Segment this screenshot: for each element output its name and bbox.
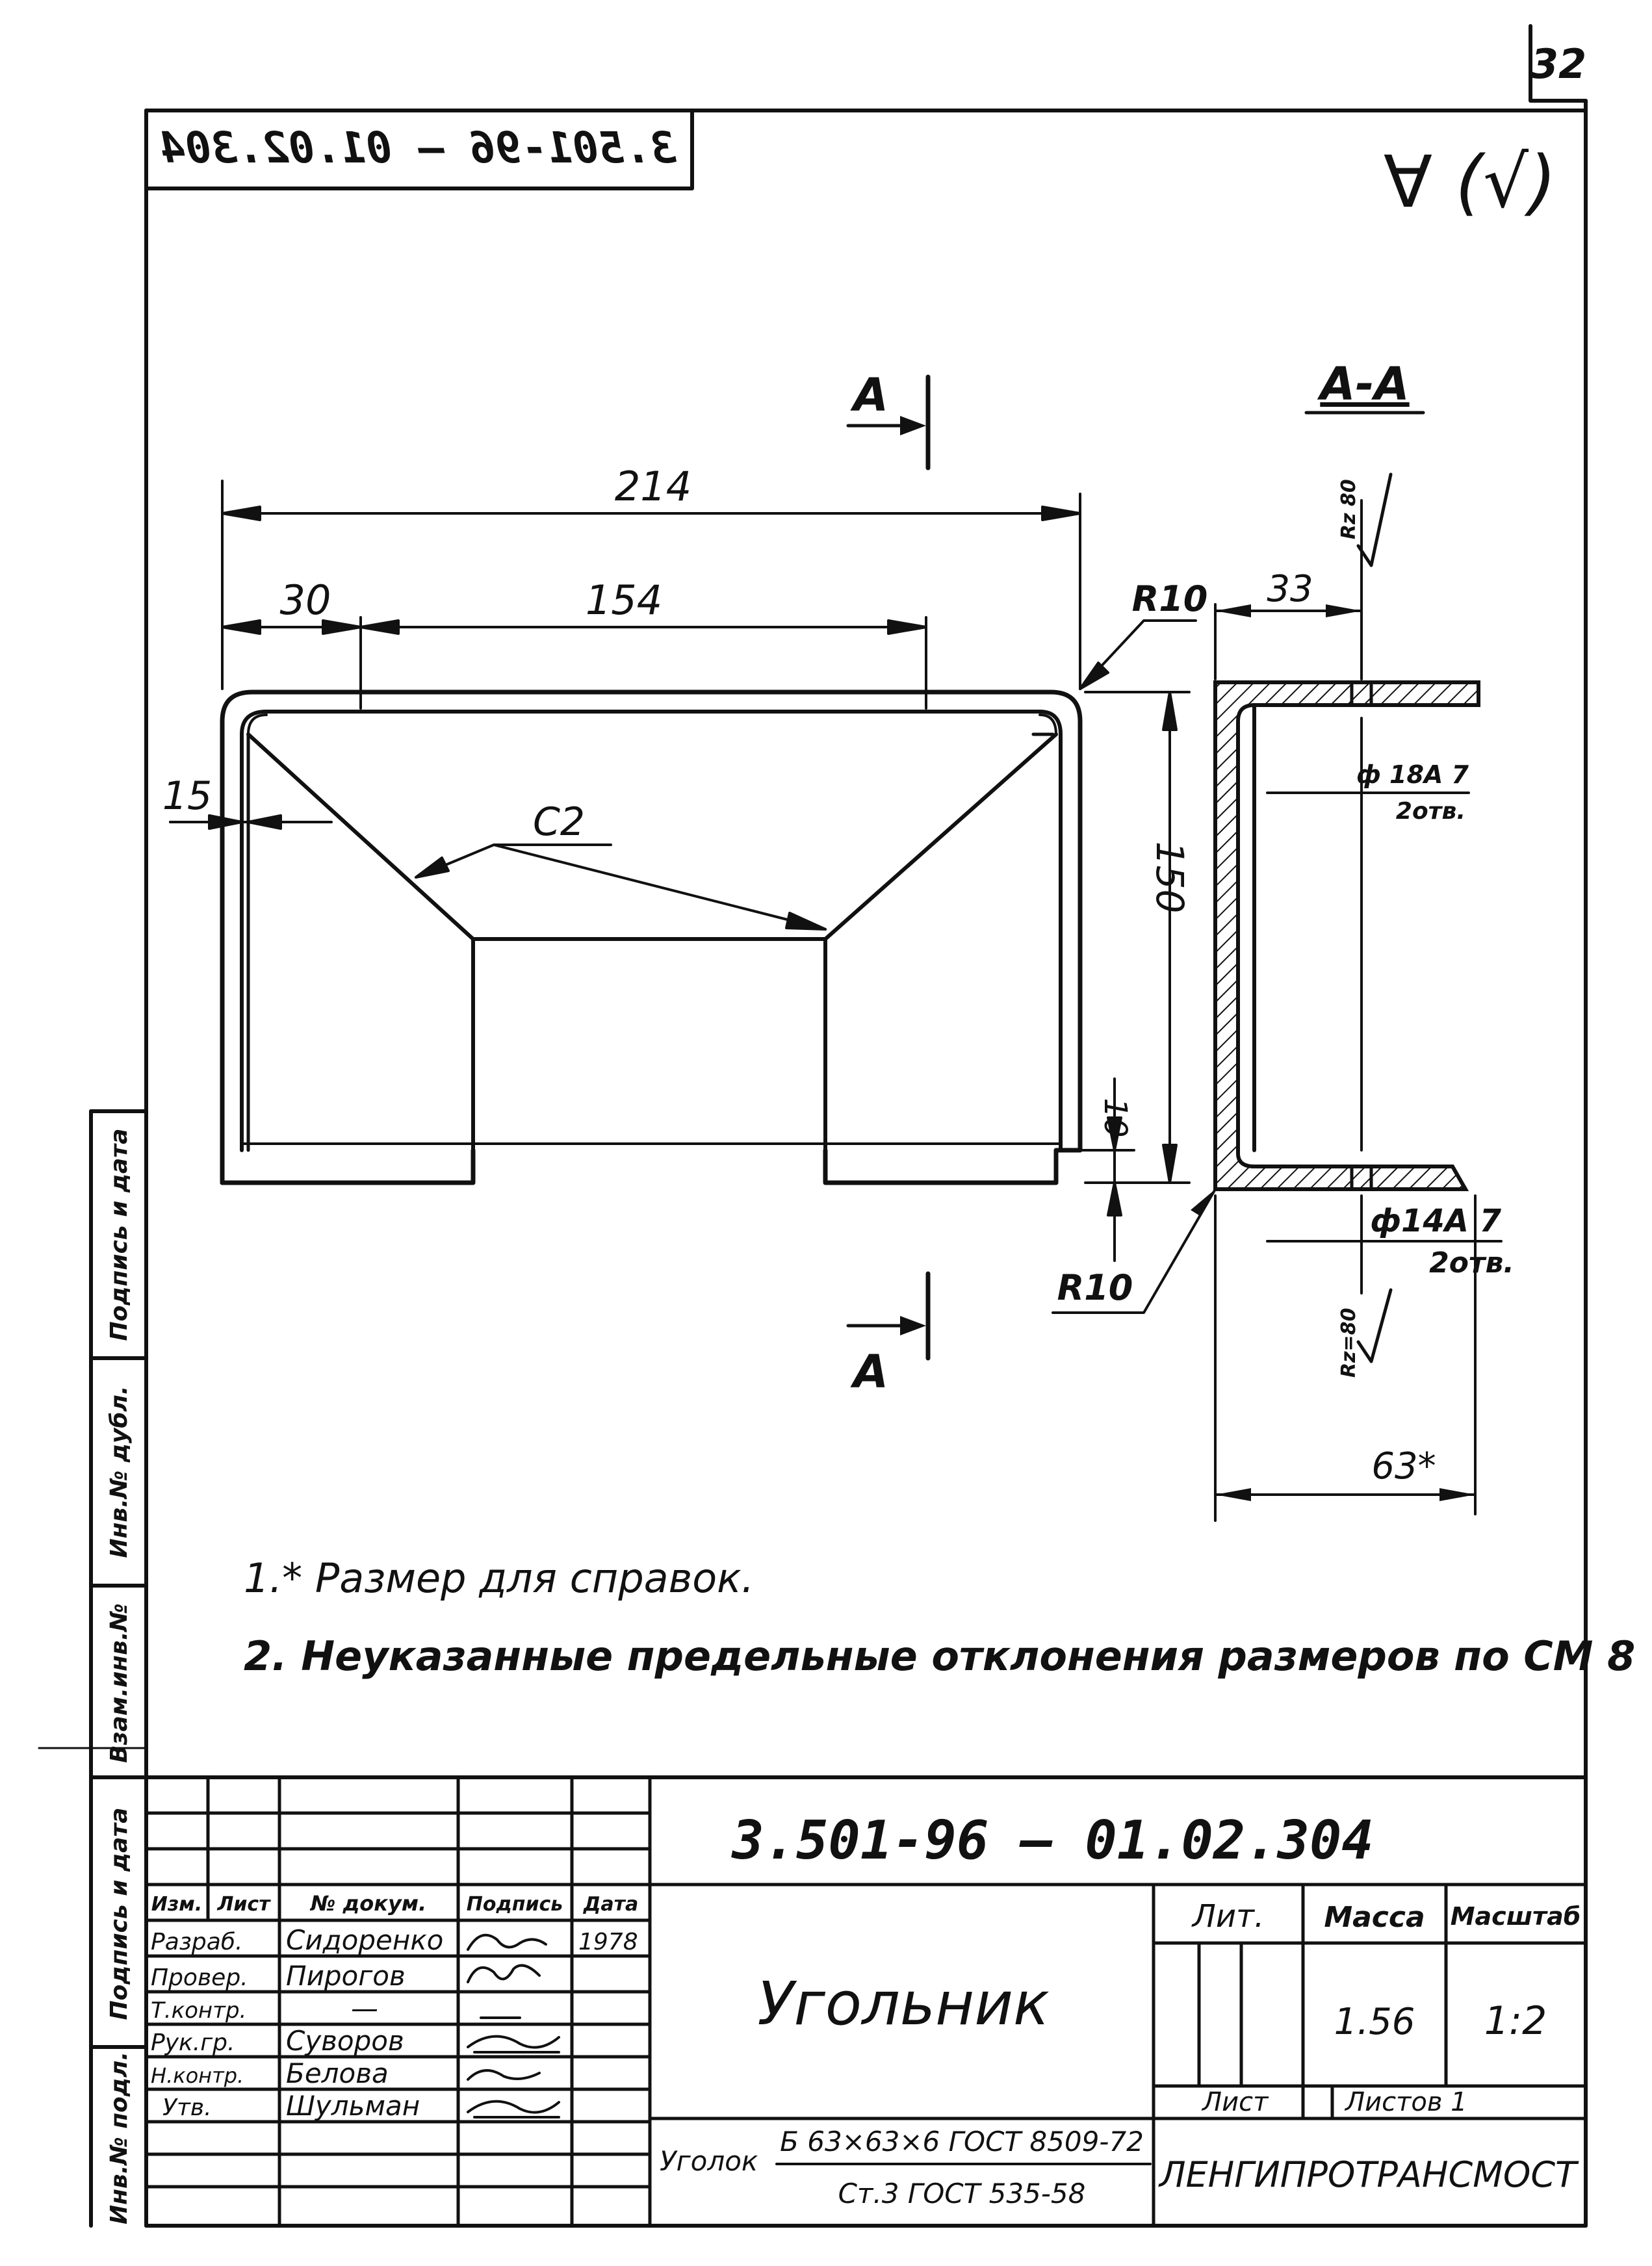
col-header-date: Дата — [583, 1893, 639, 1916]
side-stamp-replace-inv: Взам.инв.№ — [106, 1603, 133, 1763]
title-header-mass: Масса — [1324, 1901, 1425, 1934]
row-name: Суворов — [286, 2025, 404, 2057]
signature-rows: Разраб. Сидоренко 1978 Провер. Пирогов Т… — [151, 1924, 638, 2122]
title-mass: 1.56 — [1334, 2001, 1415, 2043]
side-stamp-dup-inv: Инв.№ дубл. — [106, 1385, 133, 1558]
dim-hole-lower: ф14А 7 — [1370, 1203, 1501, 1239]
sheet-frame — [38, 24, 1588, 2228]
note-2: 2. Неуказанные предельные отклонения раз… — [244, 1632, 1635, 1680]
row-role: Утв. — [162, 2094, 212, 2121]
dim-edge-offset: 15 — [162, 773, 212, 819]
row-role: Н.контр. — [151, 2063, 244, 2088]
dim-bend-radius-lower: R10 — [1057, 1267, 1133, 1308]
section-view: A-A — [1052, 357, 1503, 1522]
main-view — [220, 689, 1083, 1185]
top-stamp-text: 3.501-96 — 01.02.304 — [159, 123, 677, 173]
row-name: Пирогов — [286, 1960, 406, 1992]
sheet-number: 32 — [1530, 40, 1586, 88]
row-role: Провер. — [151, 1964, 248, 1991]
dim-height: 150 — [1148, 842, 1192, 914]
dim-roughness-lower: Rz=80 — [1337, 1308, 1360, 1378]
title-material-bottom: Ст.3 ГОСТ 535-58 — [838, 2178, 1086, 2209]
col-header-sheet: Лист — [216, 1893, 271, 1916]
title-header-lit: Лит. — [1191, 1898, 1265, 1935]
row-name: — — [351, 1992, 378, 2024]
row-name: Сидоренко — [286, 1924, 443, 1956]
row-role: Рук.гр. — [151, 2029, 235, 2056]
row-date: 1978 — [578, 1929, 638, 1955]
title-scale: 1:2 — [1484, 1998, 1547, 2044]
title-organization: ЛЕНГИПРОТРАНСМОСТ — [1158, 2154, 1579, 2195]
title-sheets-label: Листов 1 — [1344, 2087, 1467, 2117]
dim-small-gap: 10 — [1097, 1098, 1133, 1137]
row-name: Шульман — [286, 2090, 420, 2122]
dim-hole-upper: ф 18А 7 — [1356, 760, 1469, 789]
side-stamp-sign-date-1: Подпись и дата — [106, 1808, 133, 2020]
side-stamp: Инв.№ подл. Подпись и дата Взам.инв.№ Ин… — [106, 1129, 133, 2224]
side-stamp-inv-orig: Инв.№ подл. — [106, 2052, 133, 2224]
note-1: 1.* Размер для справок. — [244, 1554, 754, 1602]
top-stamp: 3.501-96 — 01.02.304 — [144, 109, 694, 190]
row-role: Т.контр. — [151, 1998, 246, 2024]
main-view-dimensions — [169, 480, 1197, 1262]
cut-mark-top-label: A — [850, 368, 888, 422]
dim-roughness-upper: Rz 80 — [1337, 479, 1360, 539]
dim-section-depth: 63* — [1371, 1445, 1436, 1487]
title-header-scale: Масштаб — [1451, 1902, 1581, 1931]
dim-overall-length: 214 — [615, 463, 691, 510]
title-material-label: Уголок — [660, 2145, 758, 2177]
row-name: Белова — [286, 2057, 389, 2089]
title-designation: 3.501-96 — 01.02.304 — [730, 1810, 1373, 1872]
dim-bend-radius-upper: R10 — [1132, 578, 1208, 619]
col-header-signature: Подпись — [467, 1893, 563, 1916]
section-title: A-A — [1317, 357, 1409, 411]
dim-inner-length: 154 — [586, 576, 662, 624]
title-sheet-label: Лист — [1201, 2087, 1269, 2117]
col-header-document: № докум. — [309, 1891, 426, 1916]
dim-section-width: 33 — [1267, 568, 1313, 610]
row-role: Разраб. — [151, 1929, 242, 1955]
title-material-top: Б 63×63×6 ГОСТ 8509-72 — [780, 2126, 1144, 2157]
title-part-name: Угольник — [757, 1969, 1049, 2039]
signature-scribbles — [467, 1933, 560, 2118]
roughness-symbol: ∀ (√) — [1384, 140, 1556, 224]
dim-flange-offset: 30 — [280, 576, 331, 624]
side-stamp-sign-date-2: Подпись и дата — [106, 1129, 133, 1341]
dim-hole-upper-count: 2отв. — [1396, 798, 1465, 825]
title-block-grid — [144, 1775, 1588, 2228]
cut-mark-bottom-label: A — [850, 1345, 888, 1398]
dim-chamfer: C2 — [533, 799, 585, 845]
col-header-change: Изм. — [151, 1893, 202, 1916]
dim-hole-lower-count: 2отв. — [1429, 1246, 1514, 1280]
section-cut-marks: A A — [846, 368, 931, 1398]
